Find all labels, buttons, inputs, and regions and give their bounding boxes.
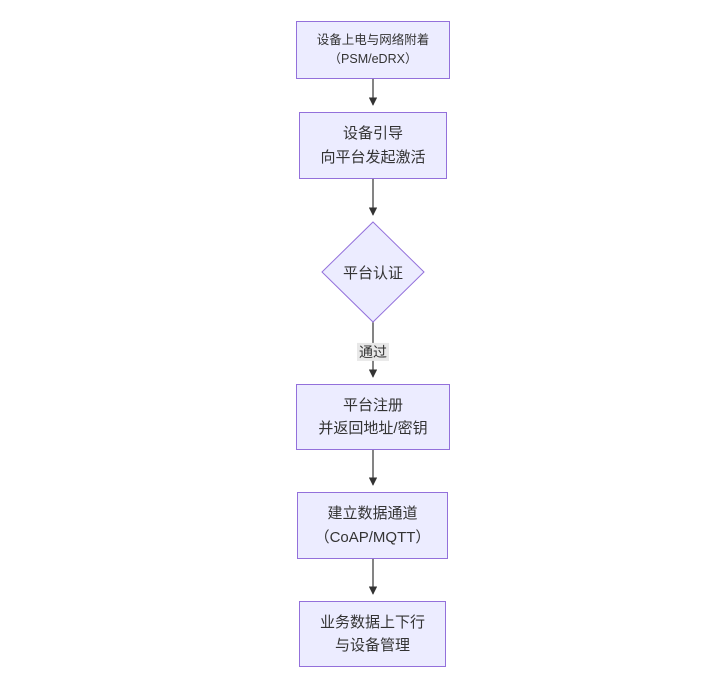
node-business-line2: 与设备管理 [334,637,410,654]
node-business-line1: 业务数据上下行 [319,613,425,631]
node-channel-line1: 建立数据通道 [327,505,418,523]
node-register: 平台注册 并返回地址/密钥 [296,384,450,450]
node-attach: 设备上电与网络附着 （PSM/eDRX） [296,21,450,79]
node-auth: 平台认证 [322,222,424,322]
node-attach-line2: （PSM/eDRX） [328,52,418,66]
node-register-line2: 并返回地址/密钥 [318,420,428,437]
node-attach-line1: 设备上电与网络附着 [316,32,430,47]
node-channel-line2: （CoAP/MQTT） [314,528,431,546]
edge-label-pass: 通过 [357,342,389,362]
node-business: 业务数据上下行 与设备管理 [299,601,446,667]
node-bootstrap-line1: 设备引导 [342,125,403,143]
node-bootstrap: 设备引导 向平台发起激活 [299,112,447,179]
node-register-line1: 平台注册 [342,396,403,414]
node-auth-label: 平台认证 [342,264,403,282]
node-channel: 建立数据通道 （CoAP/MQTT） [297,492,448,559]
node-bootstrap-line2: 向平台发起激活 [320,148,426,166]
